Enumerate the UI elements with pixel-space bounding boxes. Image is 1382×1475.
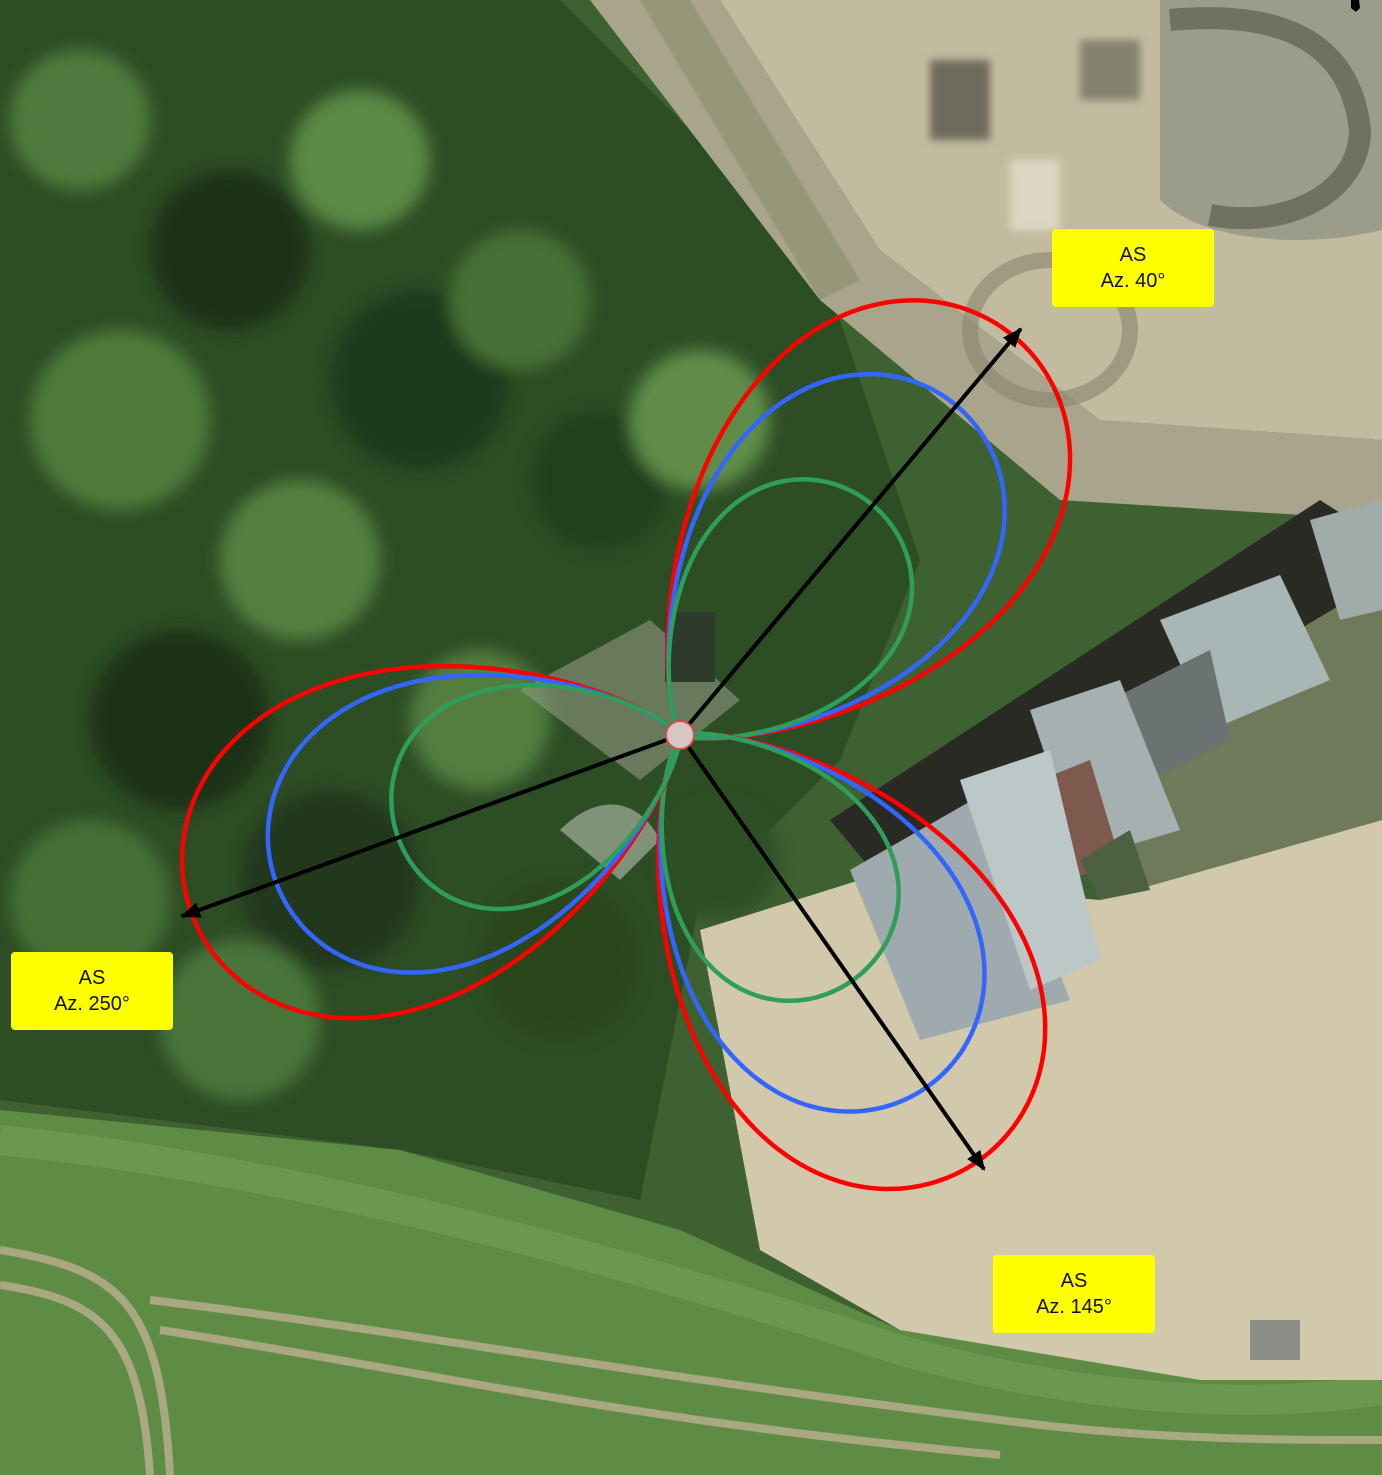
azimuth-arrow-145 <box>678 733 986 1171</box>
dirt-tracks <box>0 1246 1382 1475</box>
buildings <box>830 500 1382 1040</box>
corner-mark <box>1351 0 1360 12</box>
azimuth-arrows <box>180 327 1023 1171</box>
label-sector-40-azimuth: Az. 40° <box>1100 270 1166 292</box>
label-sector-250-title: AS <box>78 967 106 989</box>
forest-canopy <box>10 50 780 1100</box>
label-sector-145-azimuth: Az. 145° <box>1036 1296 1112 1318</box>
road <box>590 0 1382 520</box>
site-center <box>665 720 695 750</box>
label-sector-145-title: AS <box>1060 1270 1088 1292</box>
azimuth-arrow-250 <box>180 733 681 919</box>
label-sector-145: AS Az. 145° <box>993 1255 1155 1333</box>
label-sector-40-title: AS <box>1119 244 1147 266</box>
azimuth-arrow-40 <box>678 327 1023 737</box>
label-sector-250: AS Az. 250° <box>11 952 173 1030</box>
sand-area <box>700 820 1382 1380</box>
label-sector-40: AS Az. 40° <box>1052 229 1214 307</box>
label-sector-250-azimuth: Az. 250° <box>54 993 130 1015</box>
